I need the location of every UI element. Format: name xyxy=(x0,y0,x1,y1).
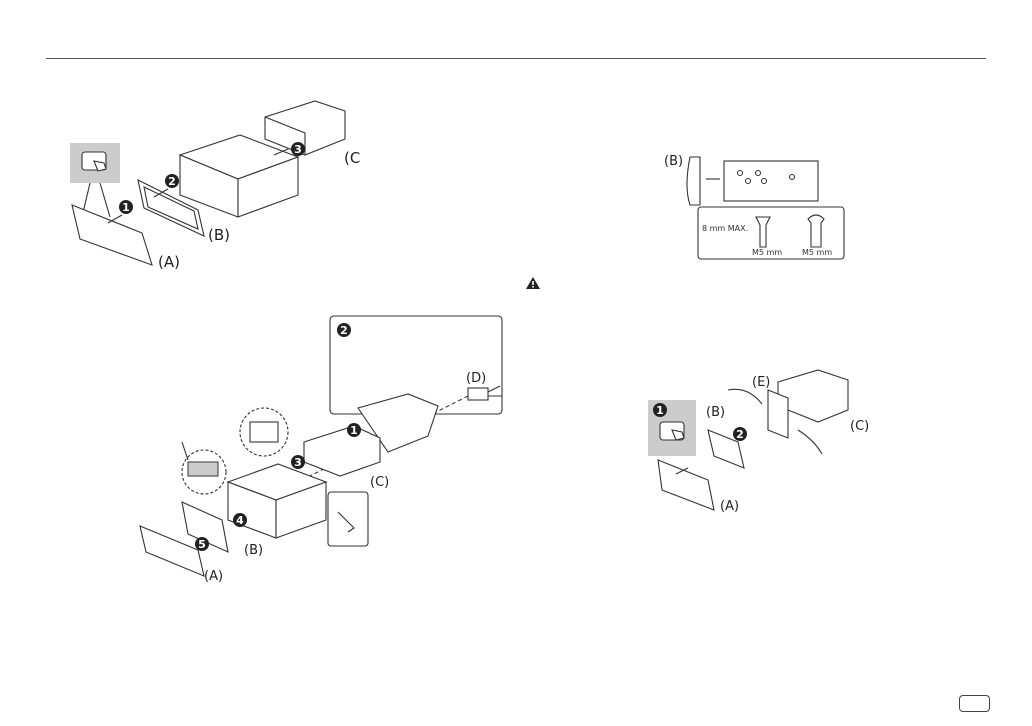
label-b: (B) xyxy=(244,543,263,558)
svg-text:3: 3 xyxy=(294,143,302,156)
svg-text:4: 4 xyxy=(236,514,244,527)
detail-zoom-top xyxy=(240,408,288,456)
faceplate-a xyxy=(658,460,714,510)
mounting-sleeve-c xyxy=(265,101,345,155)
figure-removal-keys: 1 (A) (B) 2 3 (C) (E) xyxy=(648,360,878,520)
label-e: (E) xyxy=(752,375,770,390)
max-length-label: 8 mm MAX. xyxy=(702,224,748,233)
svg-text:5: 5 xyxy=(198,538,206,551)
header-rule xyxy=(46,58,986,59)
label-a: (A) xyxy=(204,569,223,584)
svg-text:1: 1 xyxy=(350,424,358,437)
removal-key-right xyxy=(798,430,822,454)
step-1-badge: 1 xyxy=(347,423,361,437)
svg-text:3: 3 xyxy=(294,456,302,469)
svg-text:2: 2 xyxy=(736,428,744,441)
screw2-label: M5 mm xyxy=(802,248,832,257)
label-c: (C) xyxy=(344,149,360,167)
svg-text:2: 2 xyxy=(340,324,348,337)
mounting-sleeve-c xyxy=(304,426,380,476)
step-3-badge: 3 xyxy=(291,455,305,469)
step-2-badge: 2 xyxy=(733,427,747,441)
step-1-badge: 1 xyxy=(119,200,133,214)
step-4-badge: 4 xyxy=(233,513,247,527)
label-b: (B) xyxy=(208,226,230,244)
step-5-badge: 5 xyxy=(195,537,209,551)
page-indicator xyxy=(959,695,990,712)
step-2-callout-badge: 2 xyxy=(337,323,351,337)
unit-side-panel xyxy=(724,161,818,201)
label-a: (A) xyxy=(158,253,180,271)
step-1-badge: 1 xyxy=(653,403,667,417)
hand-press-icon xyxy=(82,152,106,171)
removal-key-left xyxy=(728,389,762,404)
figure-installation: 2 (D) (C) (B) (A) 1 3 4 5 xyxy=(138,312,508,592)
label-c: (C) xyxy=(370,475,389,490)
lever-detail xyxy=(328,492,368,546)
figure-screw-spec: (B) 8 mm MAX. M5 mm M5 mm xyxy=(660,145,850,265)
figure-removal-exploded: 1 2 3 (A) (B) (C) xyxy=(60,95,360,285)
screw1-label: M5 mm xyxy=(752,248,782,257)
hand-press-icon xyxy=(660,422,684,440)
label-c: (C) xyxy=(850,419,869,434)
head-unit xyxy=(180,135,298,217)
svg-text:1: 1 xyxy=(122,201,130,214)
trim-frame-b-side xyxy=(687,157,700,205)
label-b: (B) xyxy=(706,405,725,420)
svg-text:1: 1 xyxy=(656,404,664,417)
faceplate-a xyxy=(72,205,152,265)
label-b: (B) xyxy=(664,154,683,169)
label-a: (A) xyxy=(720,499,739,514)
svg-text:2: 2 xyxy=(168,175,176,188)
step-3-badge: 3 xyxy=(291,142,305,156)
label-d: (D) xyxy=(466,371,486,386)
step-2-badge: 2 xyxy=(165,174,179,188)
warning-icon xyxy=(525,276,541,290)
